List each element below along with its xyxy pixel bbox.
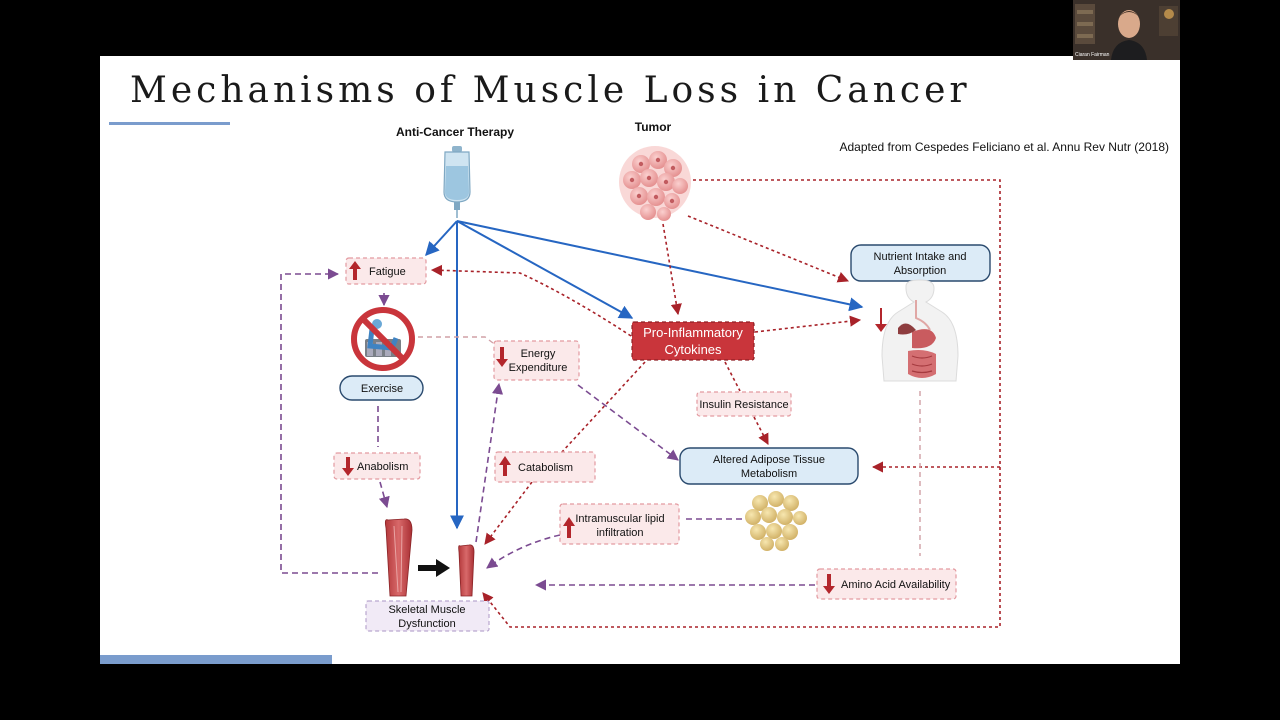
skeletal-label-1: Skeletal Muscle — [388, 604, 465, 616]
progression-arrow-icon — [418, 559, 450, 577]
line-cytokines-to-insulin — [724, 361, 741, 392]
amino-acid-label: Amino Acid Availability — [841, 579, 951, 591]
bottom-accent-bar — [100, 655, 332, 664]
slide-title: Mechanisms of Muscle Loss in Cancer — [130, 70, 971, 111]
up-arrow-icon — [563, 517, 575, 538]
anabolism-node: Anabolism — [333, 452, 421, 480]
digestive-system-icon — [875, 279, 959, 382]
skeletal-muscle-dysfunction-node: Skeletal Muscle Dysfunction — [365, 600, 490, 632]
exercise-node: Exercise — [339, 375, 424, 401]
mechanism-diagram: Anti-Cancer Therapy Tumor Fatigue — [280, 120, 1001, 632]
iv-bag-icon — [443, 146, 471, 218]
energy-label-2: Expenditure — [509, 362, 568, 374]
cytokines-label-2: Cytokines — [664, 342, 722, 357]
anabolism-label: Anabolism — [357, 461, 408, 473]
energy-expenditure-node: Energy Expenditure — [493, 340, 580, 381]
slide: Mechanisms of Muscle Loss in Cancer Adap… — [100, 56, 1180, 664]
cytokines-node: Pro-Inflammatory Cytokines — [631, 321, 755, 361]
tumor-cells-icon — [619, 146, 691, 221]
down-arrow-icon — [875, 308, 887, 332]
nutrient-intake-node: Nutrient Intake and Absorption — [850, 244, 991, 282]
nutrient-label-1: Nutrient Intake and — [874, 251, 967, 263]
fatigue-node: Fatigue — [345, 257, 427, 285]
energy-label-1: Energy — [521, 348, 556, 360]
line-cytokines-to-catabolism — [561, 361, 646, 453]
arrow-therapy-to-fatigue — [425, 220, 458, 257]
arrow-therapy-to-gut — [456, 220, 864, 312]
line-exercise-to-energy — [418, 336, 498, 347]
arrow-muscle-to-energy — [475, 382, 504, 543]
fat-cells-icon — [745, 491, 807, 551]
wasted-muscle-icon — [458, 544, 475, 597]
purple-dashed-arrows — [280, 268, 921, 591]
nutrient-label-2: Absorption — [894, 265, 947, 277]
catabolism-node: Catabolism — [494, 451, 596, 483]
arrow-energy-to-adipose — [577, 384, 679, 461]
down-arrow-icon — [823, 574, 835, 594]
citation: Adapted from Cespedes Feliciano et al. A… — [839, 140, 1169, 154]
insulin-resistance-node: Insulin Resistance — [696, 391, 792, 417]
presenter-video-icon — [1073, 0, 1180, 60]
catabolism-label: Catabolism — [518, 462, 573, 474]
adipose-metabolism-node: Altered Adipose Tissue Metabolism — [679, 447, 859, 485]
adipose-label-1: Altered Adipose Tissue — [713, 454, 825, 466]
arrow-anabolism-to-muscle — [378, 481, 390, 509]
arrow-lipid-to-muscle — [486, 534, 561, 569]
presenter-webcam: Ciaran Fairman — [1073, 0, 1180, 60]
arrow-tumor-to-cytokines — [662, 223, 682, 316]
arrow-tumor-loop-to-muscle — [482, 179, 1001, 628]
arrow-cytokines-to-gut — [754, 315, 862, 333]
lipid-label-1: Intramuscular lipid — [575, 513, 664, 525]
arrow-muscle-loop-to-fatigue — [280, 268, 378, 574]
presenter-name: Ciaran Fairman — [1075, 52, 1110, 58]
arrow-catabolism-to-muscle — [484, 481, 533, 545]
adipose-label-2: Metabolism — [741, 468, 797, 480]
lipid-label-2: infiltration — [596, 527, 643, 539]
insulin-label: Insulin Resistance — [699, 399, 788, 411]
tumor-label: Tumor — [635, 120, 672, 134]
skeletal-label-2: Dysfunction — [398, 618, 455, 630]
no-exercise-icon — [351, 307, 415, 371]
fatigue-label: Fatigue — [369, 266, 406, 278]
arrow-tumor-to-nutrient — [687, 215, 850, 283]
up-arrow-icon — [499, 456, 511, 476]
blue-therapy-arrows — [425, 220, 864, 530]
lipid-infiltration-node: Intramuscular lipid infiltration — [559, 503, 680, 545]
down-arrow-icon — [342, 457, 354, 476]
arrow-cytokines-to-fatigue — [430, 264, 632, 337]
arrow-insulin-to-adipose — [753, 416, 769, 445]
up-arrow-icon — [349, 261, 361, 280]
arrow-therapy-to-cytokines — [456, 220, 634, 319]
down-arrow-icon — [496, 347, 508, 367]
exercise-label: Exercise — [361, 383, 403, 395]
healthy-muscle-icon — [384, 518, 413, 597]
red-tumor-arrows — [430, 179, 1001, 628]
cytokines-label-1: Pro-Inflammatory — [643, 325, 743, 340]
title-underline — [109, 122, 230, 125]
anti-cancer-therapy-label: Anti-Cancer Therapy — [396, 125, 514, 139]
amino-acid-node: Amino Acid Availability — [816, 568, 957, 600]
